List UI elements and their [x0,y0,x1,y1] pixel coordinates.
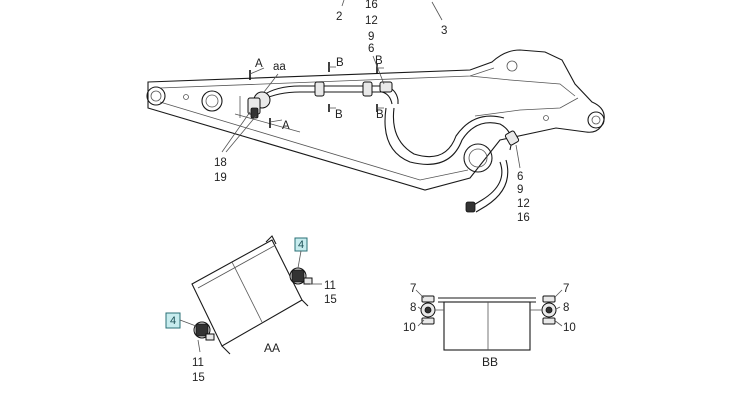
section-marker-b1: B B [328,57,344,121]
hose-clamp-1 [314,81,325,97]
callout-18: 18 [214,157,227,169]
section-marker-a-bottom: A [269,118,290,132]
callout-10-right: 10 [563,322,576,334]
callout-aa: aa [273,61,286,73]
section-marker-a-top: A [249,58,265,80]
callout-16-right: 16 [517,212,530,224]
section-label: A [255,58,263,70]
section-label: B [376,109,384,121]
section-label: B [375,55,383,67]
section-label: B [336,57,344,69]
fitting-bottom [465,201,476,213]
view-title-aa: AA [264,341,280,355]
hose-assembly [247,81,520,213]
callout-15-aa-bottom: 15 [192,372,205,384]
callout-9-right: 9 [517,184,523,196]
callout-16: 16 [365,0,378,11]
fitting-top [379,81,393,93]
detail-view-bb: 7 8 10 7 8 10 BB [403,283,576,369]
callouts: 2 3 16 12 9 6 aa 18 19 6 9 12 16 [214,0,530,224]
callout-box-4-left: 4 [165,312,181,329]
callout-8-right: 8 [563,302,569,314]
callout-3: 3 [441,25,447,37]
callout-10-left: 10 [403,322,416,334]
callout-6-right: 6 [517,171,523,183]
callout-8-left: 8 [410,302,416,314]
hose-clamp-2 [362,81,373,97]
callout-7-right: 7 [563,283,569,295]
callout-15-aa: 15 [324,294,337,306]
callout-6: 6 [368,43,374,55]
callout-box-label: 4 [298,239,304,251]
callout-2: 2 [336,11,342,23]
callout-11-aa: 11 [324,280,336,292]
callout-box-label: 4 [170,315,176,327]
callout-9: 9 [368,31,374,43]
fitting-right [504,130,520,146]
callout-12: 12 [365,15,378,27]
detail-view-aa: 4 4 11 15 11 15 AA [165,235,337,384]
callout-12-right: 12 [517,198,530,210]
view-title-bb: BB [482,355,498,369]
callout-19: 19 [214,172,227,184]
callout-7-left: 7 [410,283,416,295]
callout-11-aa-bottom: 11 [192,357,204,369]
section-label: A [282,120,290,132]
section-label: B [335,109,343,121]
callout-box-4-top: 4 [294,237,308,252]
boom-arm-body [146,49,605,191]
